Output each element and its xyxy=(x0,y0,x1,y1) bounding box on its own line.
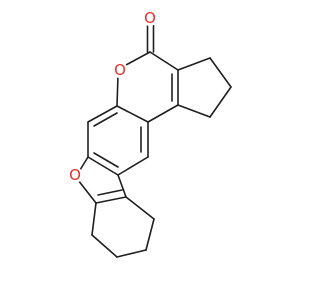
atom-o-lactone: O xyxy=(114,61,126,79)
bond-alkene-arene xyxy=(147,104,179,123)
bond-ch-5 xyxy=(125,196,155,220)
bond-c-o-lactone xyxy=(125,51,151,66)
atom-o-carbonyl: O xyxy=(144,9,156,27)
bond-carbonyl-alkene xyxy=(149,51,179,71)
bond-bz-4b xyxy=(93,152,119,168)
bond-bz-6 xyxy=(87,105,118,123)
atom-mask-o-furan xyxy=(67,167,83,183)
bond-ch-1 xyxy=(91,202,97,236)
bond-furan-4 xyxy=(117,174,127,198)
bond-cp-1 xyxy=(177,57,211,71)
bond-bz-4 xyxy=(87,156,119,176)
bond-ch-2 xyxy=(91,234,118,258)
chemical-structure: O O O xyxy=(67,9,232,258)
atom-mask-o-carbonyl xyxy=(142,10,158,26)
bond-ch-4 xyxy=(145,218,155,251)
bonds xyxy=(77,23,232,258)
bond-bz-6b xyxy=(93,112,118,127)
bond-cp-3 xyxy=(209,86,232,118)
bond-furan-2 xyxy=(77,179,97,204)
bond-bz-3 xyxy=(117,156,149,176)
bond-furan-3b xyxy=(97,189,123,196)
bond-bz-1 xyxy=(116,105,149,123)
atom-mask-o-lactone xyxy=(112,62,128,78)
bond-cp-2 xyxy=(209,57,232,88)
atom-o-furan: O xyxy=(69,166,81,184)
atom-labels: O O O xyxy=(67,9,158,184)
bond-furan-3 xyxy=(95,196,127,204)
bond-ch-3 xyxy=(116,249,147,258)
bond-o-c-aromatic xyxy=(116,74,119,107)
bond-cp-4 xyxy=(177,104,211,118)
bond-furan-1 xyxy=(79,156,89,171)
